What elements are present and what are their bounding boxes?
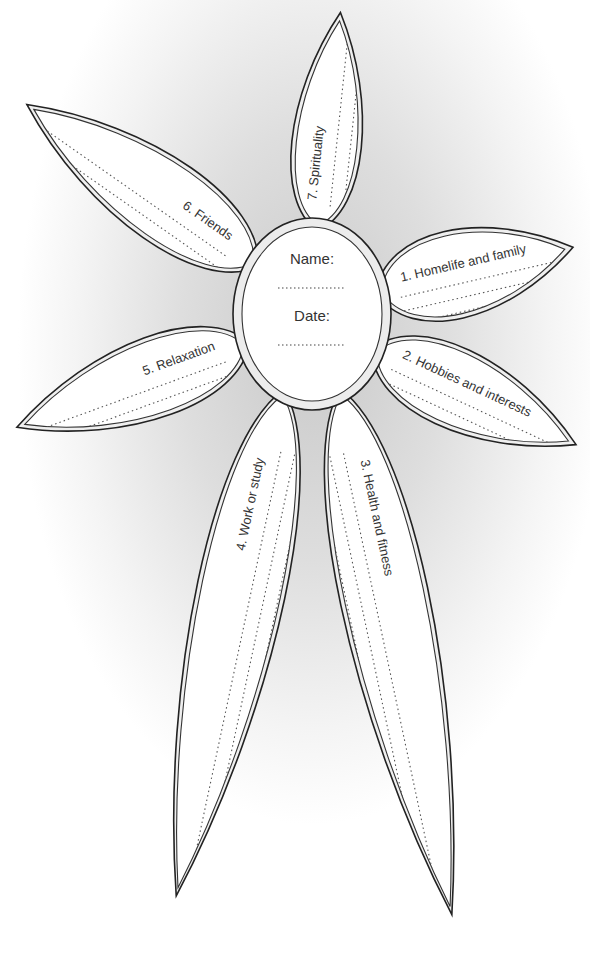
dotted-write-line (38, 375, 231, 445)
dotted-write-line (329, 457, 421, 890)
dotted-write-line (407, 286, 571, 324)
petal-outer-line (366, 204, 583, 336)
petal-group (283, 9, 375, 235)
dotted-write-line (278, 344, 346, 345)
petal-outer-line (3, 304, 263, 465)
petal-group (3, 304, 263, 465)
petal-inner-line (13, 311, 257, 458)
dotted-write-line (34, 121, 225, 255)
name-date-circle: Name: Date: (232, 217, 392, 411)
dotted-lines (34, 362, 236, 458)
dotted-write-line (206, 454, 295, 871)
petal-group (133, 380, 327, 905)
petal-inner-line (362, 319, 584, 474)
outer-ring (233, 218, 391, 410)
petal-outer-line (296, 380, 494, 924)
petal-inner-line (302, 387, 489, 915)
dotted-lines (316, 454, 435, 893)
dotted-lines (330, 26, 363, 209)
petal-group (2, 70, 282, 302)
dotted-lines (193, 451, 309, 874)
petal-outer-line (133, 380, 327, 905)
petal-inner-line (140, 387, 322, 896)
field-label: Name: (232, 251, 392, 267)
field-label: Date: (232, 308, 392, 324)
dotted-write-line (316, 460, 408, 893)
petal-outer-line (283, 9, 375, 235)
petal-inner-line (288, 18, 370, 228)
petal-outer-line (355, 312, 590, 481)
petal-group (366, 204, 583, 336)
petal-group (296, 380, 494, 924)
petal-inner-line (373, 210, 574, 330)
dotted-write-line (34, 362, 227, 432)
dotted-write-line (343, 454, 435, 887)
dotted-write-line (43, 388, 236, 458)
petal-inner-line (12, 78, 275, 294)
dotted-write-line (18, 144, 209, 278)
dotted-write-line (344, 27, 363, 208)
dotted-write-line (278, 287, 346, 288)
petal-outer-line (2, 70, 282, 302)
dotted-write-line (193, 451, 282, 868)
petal-group (355, 312, 590, 481)
dotted-write-line (220, 457, 309, 874)
